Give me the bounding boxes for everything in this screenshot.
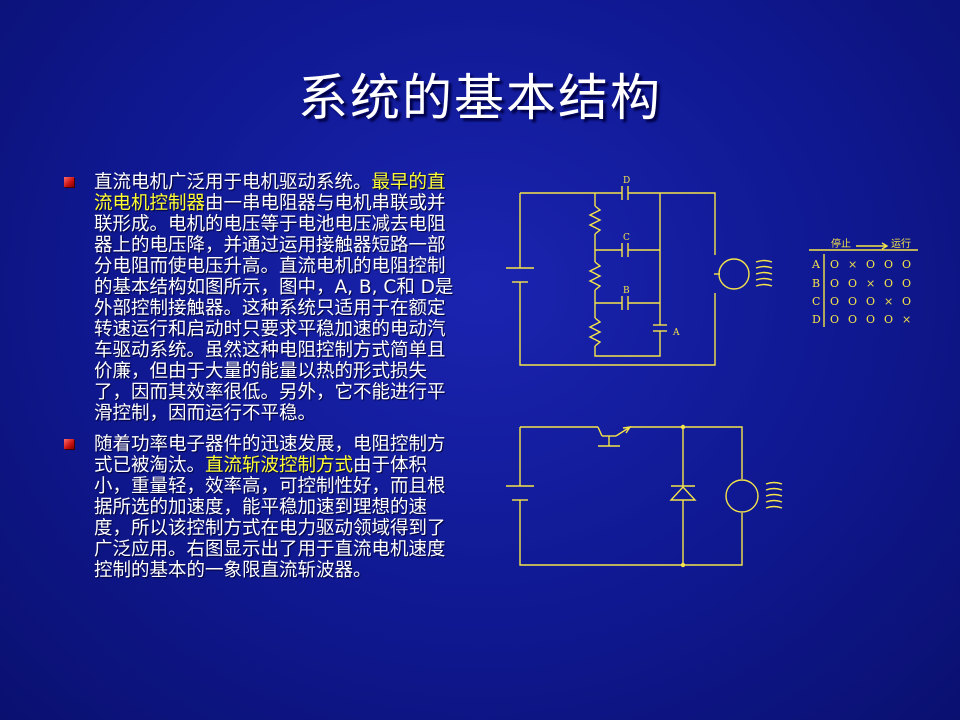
junction-dot — [680, 424, 686, 430]
resistor-2-icon — [588, 261, 602, 291]
contactor-b-icon: B — [595, 286, 660, 310]
cell: O — [902, 258, 911, 271]
chopper-circuit — [506, 424, 783, 568]
label-a: A — [672, 328, 680, 338]
bullet-item-1: 直流电机广泛用于电机驱动系统。最早的直流电机控制器由一串电阻器与电机串联或并联形… — [62, 172, 462, 424]
cell: O — [902, 295, 911, 308]
contactor-a-icon: A — [653, 324, 680, 338]
contactor-d-icon: D — [595, 176, 662, 200]
bullet-1-text-a: 直流电机广泛用于电机驱动系统。 — [94, 172, 372, 193]
cell: O — [902, 277, 911, 290]
row-label-b: B — [812, 277, 820, 290]
bullet-list: 直流电机广泛用于电机驱动系统。最早的直流电机控制器由一串电阻器与电机串联或并联形… — [62, 172, 462, 591]
resistor-control-circuit: D C B A — [506, 176, 773, 366]
resistor-1-icon — [588, 205, 602, 235]
cell: O — [830, 277, 839, 290]
row-label-a: A — [811, 258, 821, 271]
row-label-d: D — [812, 313, 821, 326]
cell: × — [902, 313, 911, 326]
dc-motor-icon — [714, 258, 773, 290]
cell: O — [848, 277, 857, 290]
cell: × — [848, 258, 857, 271]
cell: × — [866, 277, 875, 290]
bullet-2-text-a: 随着功率电子器件的迅速发展，电阻控制方式已被淘汰。 — [94, 434, 446, 476]
label-d: D — [623, 176, 630, 186]
slide-title: 系统的基本结构 — [298, 69, 662, 127]
label-b: B — [623, 286, 630, 296]
cell: O — [884, 313, 893, 326]
bullet-1-highlight: 最早的直流电机控制器 — [94, 172, 446, 214]
switch-sequence-table: 停止 运行 A O × O O O B O O × O O C O O O × … — [809, 237, 918, 327]
table-header-stop: 停止 — [831, 237, 851, 250]
bullet-2-highlight: 直流斩波控制方式 — [205, 455, 354, 476]
battery-icon — [506, 485, 534, 501]
square-bullet-icon — [64, 177, 74, 187]
table-header-run: 运行 — [891, 237, 911, 250]
row-label-c: C — [812, 295, 820, 308]
cell: × — [884, 295, 893, 308]
cell: O — [830, 295, 839, 308]
junction-dot — [680, 562, 686, 568]
transistor-switch-icon — [597, 426, 632, 447]
cell: O — [866, 258, 875, 271]
cell: O — [848, 295, 857, 308]
bullet-1-text-b: 由一串电阻器与电机串联或并联形成。电机的电压等于电池电压减去电阻器上的电压降，并… — [94, 193, 454, 424]
bullet-item-2: 随着功率电子器件的迅速发展，电阻控制方式已被淘汰。直流斩波控制方式由于体积小，重… — [62, 434, 462, 581]
cell: O — [884, 277, 893, 290]
label-c: C — [623, 233, 630, 243]
battery-icon — [506, 267, 534, 283]
cell: O — [884, 258, 893, 271]
dc-motor-icon — [725, 479, 783, 513]
diode-icon — [669, 427, 697, 565]
cell: O — [830, 258, 839, 271]
cell: O — [866, 295, 875, 308]
square-bullet-icon — [64, 439, 74, 449]
cell: O — [830, 313, 839, 326]
resistor-3-icon — [588, 317, 602, 347]
contactor-c-icon: C — [595, 233, 660, 257]
bullet-2-text-b: 由于体积小，重量轻，效率高，可控制性好，而且根据所选的加速度，能平稳加速到理想的… — [94, 455, 446, 581]
cell: O — [866, 313, 875, 326]
cell: O — [848, 313, 857, 326]
